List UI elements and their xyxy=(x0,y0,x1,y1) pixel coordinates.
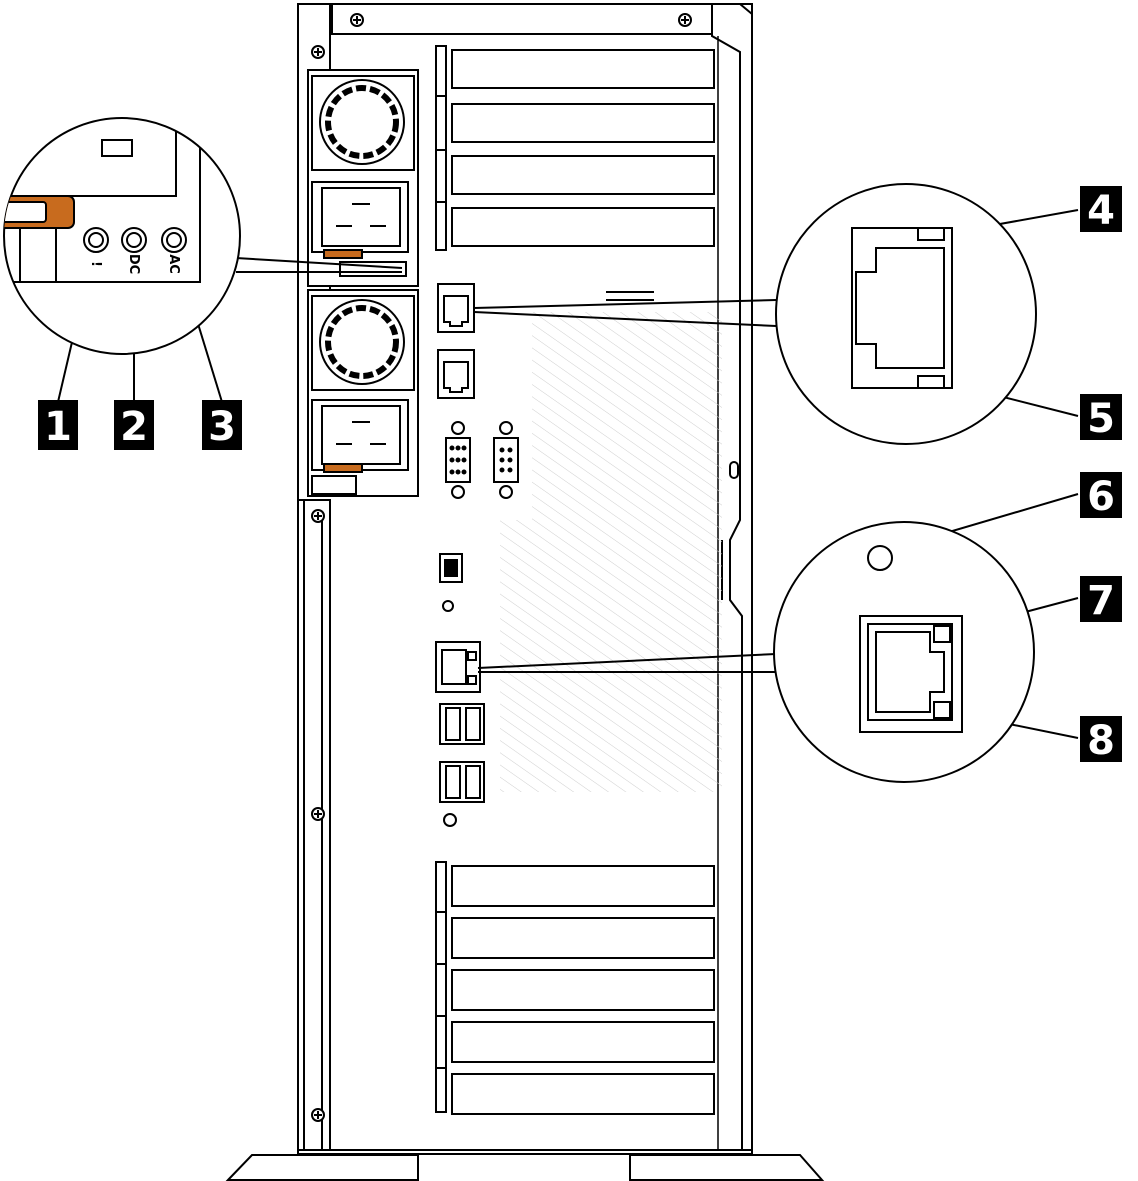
zoom-ethernet-port xyxy=(773,521,1035,783)
callout-badge-4: 4 xyxy=(1080,186,1122,234)
callout-badge-8: 8 xyxy=(1080,716,1122,764)
rear-io-ports xyxy=(435,283,519,827)
chassis-feet xyxy=(225,1154,825,1181)
network-port-secondary xyxy=(437,349,475,399)
svg-text:2: 2 xyxy=(120,404,148,450)
callout-badge-1: 1 xyxy=(38,400,78,450)
callout-badge-3: 3 xyxy=(202,400,242,450)
callout-badge-7: 7 xyxy=(1080,576,1122,624)
usb-ports-lower xyxy=(439,761,485,803)
svg-text:7: 7 xyxy=(1087,578,1115,624)
psu-led-label-3: AC xyxy=(166,254,181,274)
xcc-network-port xyxy=(437,283,475,333)
svg-text:8: 8 xyxy=(1087,718,1115,764)
callout-badge-6: 6 xyxy=(1080,472,1122,520)
psu-led-label-2: DC xyxy=(126,254,141,274)
pcie-slots-top xyxy=(435,45,715,251)
svg-text:6: 6 xyxy=(1087,474,1115,520)
power-supply-2 xyxy=(307,289,419,497)
vga-connector xyxy=(445,421,471,499)
usb-ports-upper xyxy=(439,703,485,745)
ethernet-port xyxy=(435,641,481,693)
nmi-button xyxy=(443,813,457,827)
svg-text:5: 5 xyxy=(1087,396,1115,442)
svg-text:3: 3 xyxy=(208,404,236,450)
svg-text:1: 1 xyxy=(44,404,72,450)
id-led xyxy=(442,600,454,612)
chassis-screws xyxy=(311,13,692,1122)
pcie-slots-bottom xyxy=(435,861,715,1115)
zoom-xcc-port xyxy=(775,183,1037,445)
serial-connector xyxy=(493,421,519,499)
zoom-psu-leds: ! DC AC xyxy=(3,117,241,355)
callout-badge-5: 5 xyxy=(1080,394,1122,442)
vent-area xyxy=(432,291,739,792)
psu-led-label-1: ! xyxy=(88,261,103,267)
power-supply-1 xyxy=(307,69,419,287)
mini-connector xyxy=(439,553,463,583)
callout-badge-2: 2 xyxy=(114,400,154,450)
svg-text:4: 4 xyxy=(1087,188,1115,234)
